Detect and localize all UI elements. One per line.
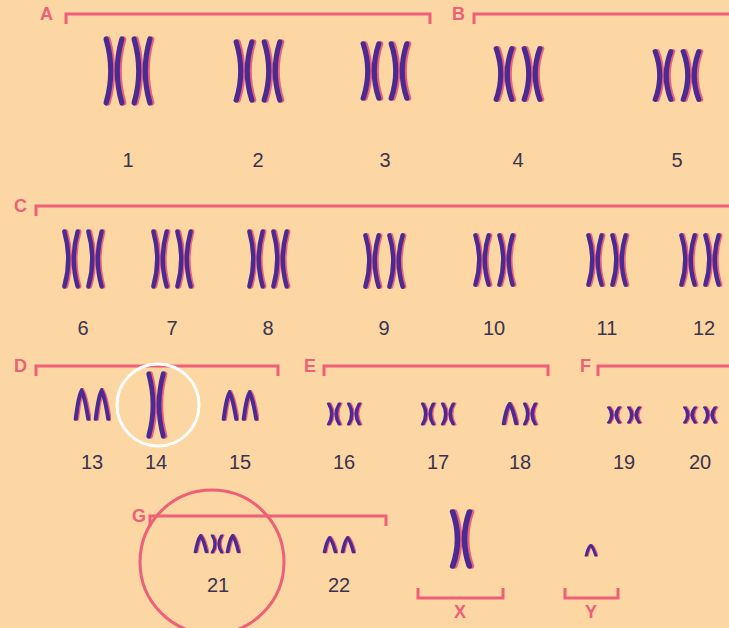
group-letter: E: [304, 357, 316, 375]
group-letter: C: [14, 197, 27, 215]
group-letter: F: [580, 357, 591, 375]
group-letter: G: [132, 507, 146, 525]
chromosome-number: 7: [166, 318, 177, 338]
chromosome-number: 17: [427, 452, 449, 472]
chromosome-number: 10: [483, 318, 505, 338]
chromosome-number: 18: [509, 452, 531, 472]
chromosome-number: 19: [613, 452, 635, 472]
chromosome-number: 8: [262, 318, 273, 338]
sex-chromosome-label: X: [454, 603, 466, 621]
group-letter: D: [14, 357, 27, 375]
group-letter: B: [452, 5, 465, 23]
chromosomes: [64, 39, 720, 566]
sex-chromosome-label: Y: [585, 603, 597, 621]
chromosome-number: 20: [689, 452, 711, 472]
chromosome-number: 5: [671, 150, 682, 170]
highlight-circle: [140, 490, 284, 628]
chromosome-number: 12: [693, 318, 715, 338]
highlight-circle: [117, 364, 199, 446]
chromosome-number: 1: [122, 150, 133, 170]
chromosome-number: 15: [229, 452, 251, 472]
chromosome-number: 3: [379, 150, 390, 170]
chromosome-number: 2: [252, 150, 263, 170]
chromosome-number: 6: [77, 318, 88, 338]
group-letter: A: [40, 5, 53, 23]
chromosome-number: 4: [512, 150, 523, 170]
chromosome-number: 14: [145, 452, 167, 472]
chromosome-number: 21: [207, 575, 229, 595]
chromosome-number: 13: [81, 452, 103, 472]
chromosome-number: 22: [328, 575, 350, 595]
chromosome-number: 11: [597, 318, 618, 338]
chromosome-number: 9: [378, 318, 389, 338]
group-brackets: [36, 14, 729, 598]
chromosome-number: 16: [333, 452, 355, 472]
